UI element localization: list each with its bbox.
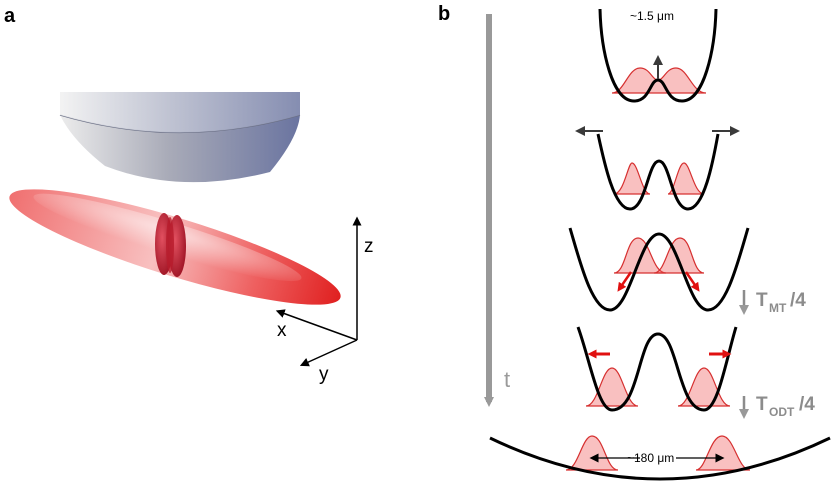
- period-odt-tail: /4: [799, 394, 815, 415]
- stage-2-double-well: [575, 126, 740, 211]
- axis-y-label: y: [319, 364, 329, 385]
- time-axis-label: t: [504, 367, 510, 392]
- period-mt-sub: MT: [769, 301, 787, 315]
- atom-cloud-discs: [155, 213, 186, 277]
- period-mt-main: T: [756, 290, 768, 311]
- axis-x-label: x: [277, 320, 287, 341]
- panel-a-letter: a: [4, 5, 16, 27]
- stage-1-width-label: ~1.5 μm: [630, 9, 674, 23]
- objective-lens: [59, 92, 301, 183]
- quarter-period-mt-label: T MT /4: [739, 290, 806, 315]
- quarter-period-odt-label: T ODT /4: [739, 394, 815, 419]
- period-odt-sub: ODT: [769, 405, 795, 419]
- stage-5-odt-potential: [489, 435, 831, 481]
- period-mt-tail: /4: [790, 290, 806, 311]
- axis-z-label: z: [364, 236, 374, 257]
- stage-3-double-well: [568, 227, 750, 312]
- stage-1-double-well: [598, 8, 718, 103]
- stage-5-width-label: ~180 μm: [627, 451, 674, 465]
- coordinate-axes: [275, 216, 362, 367]
- stage-4-double-well: [576, 326, 738, 412]
- period-odt-main: T: [756, 394, 768, 415]
- panel-b-letter: b: [438, 3, 450, 25]
